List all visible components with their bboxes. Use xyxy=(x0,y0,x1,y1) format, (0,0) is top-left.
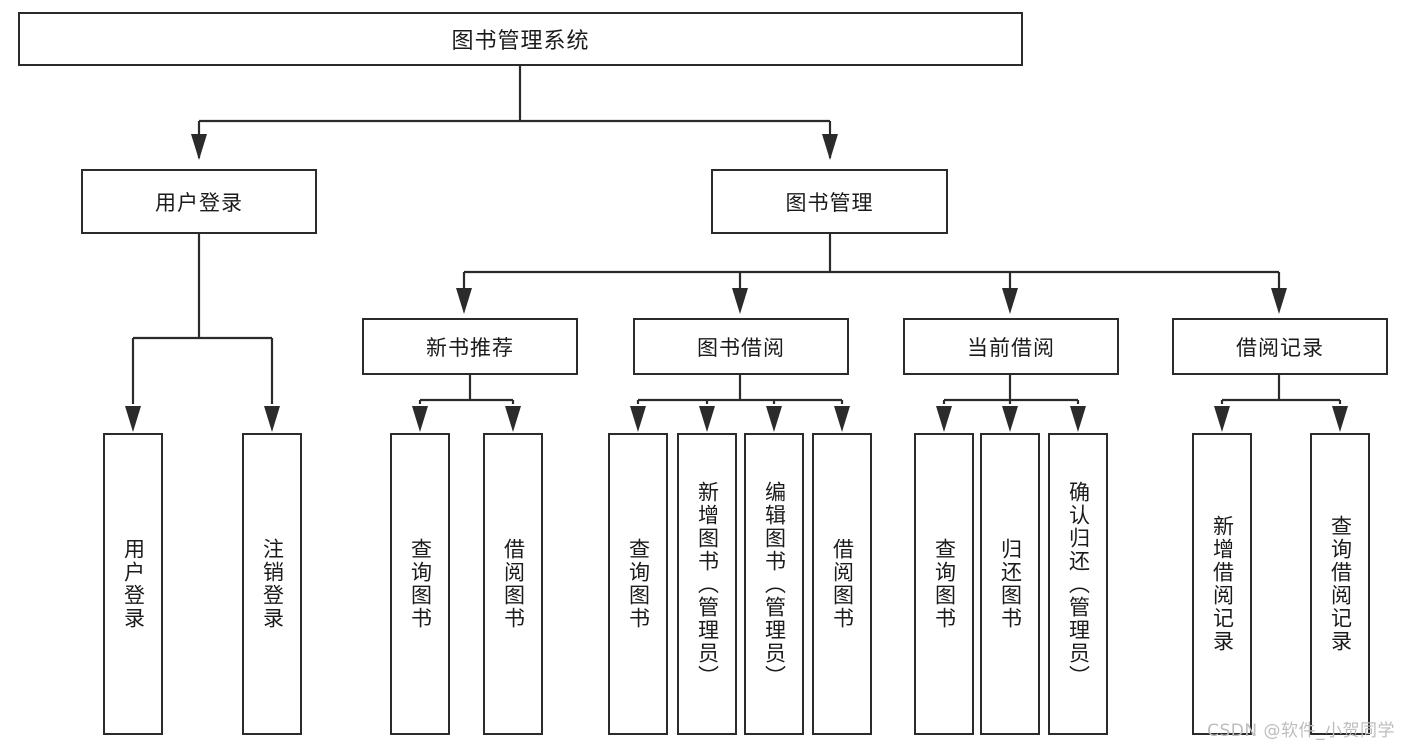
node-label: 图书管理 xyxy=(785,190,874,215)
node-label: 注销登录 xyxy=(260,538,285,630)
csdn-watermark: CSDN @软件_小贺同学 xyxy=(1207,721,1395,741)
leaf-current-query-book[interactable]: 查询图书 xyxy=(914,433,974,735)
node-borrow-record[interactable]: 借阅记录 xyxy=(1172,318,1388,375)
leaf-recommend-borrow-book[interactable]: 借阅图书 xyxy=(483,433,543,735)
node-label: 查询图书 xyxy=(408,538,433,630)
node-label: 确认归还（管理员） xyxy=(1066,480,1091,688)
node-label: 当前借阅 xyxy=(967,335,1055,360)
node-user-login[interactable]: 用户登录 xyxy=(81,169,317,234)
leaf-current-confirm-return-admin[interactable]: 确认归还（管理员） xyxy=(1048,433,1108,735)
node-label: 用户登录 xyxy=(121,538,146,630)
node-label: 查询图书 xyxy=(932,538,957,630)
node-root-system[interactable]: 图书管理系统 xyxy=(18,12,1023,66)
leaf-borrow-add-book-admin[interactable]: 新增图书（管理员） xyxy=(677,433,737,735)
leaf-record-query-record[interactable]: 查询借阅记录 xyxy=(1310,433,1370,735)
node-book-management[interactable]: 图书管理 xyxy=(711,169,948,234)
leaf-user-logout[interactable]: 注销登录 xyxy=(242,433,302,735)
node-label: 图书管理系统 xyxy=(451,29,590,54)
node-label: 新增图书（管理员） xyxy=(695,480,720,688)
leaf-borrow-edit-book-admin[interactable]: 编辑图书（管理员） xyxy=(744,433,804,735)
leaf-recommend-query-book[interactable]: 查询图书 xyxy=(390,433,450,735)
leaf-user-login[interactable]: 用户登录 xyxy=(103,433,163,735)
node-label: 编辑图书（管理员） xyxy=(762,480,787,688)
node-label: 归还图书 xyxy=(998,538,1023,630)
node-book-borrow[interactable]: 图书借阅 xyxy=(633,318,849,375)
leaf-borrow-query-book[interactable]: 查询图书 xyxy=(608,433,668,735)
leaf-record-add-record[interactable]: 新增借阅记录 xyxy=(1192,433,1252,735)
node-label: 用户登录 xyxy=(155,190,243,215)
node-label: 图书借阅 xyxy=(697,335,785,360)
leaf-current-return-book[interactable]: 归还图书 xyxy=(980,433,1040,735)
node-label: 借阅记录 xyxy=(1236,335,1324,360)
leaf-borrow-borrow-book[interactable]: 借阅图书 xyxy=(812,433,872,735)
node-label: 借阅图书 xyxy=(501,538,526,630)
node-label: 查询借阅记录 xyxy=(1328,515,1353,653)
node-current-borrow[interactable]: 当前借阅 xyxy=(903,318,1119,375)
node-label: 新书推荐 xyxy=(426,335,514,360)
node-label: 借阅图书 xyxy=(830,538,855,630)
node-label: 查询图书 xyxy=(626,538,651,630)
node-new-book-recommend[interactable]: 新书推荐 xyxy=(362,318,578,375)
node-label: 新增借阅记录 xyxy=(1210,515,1235,653)
